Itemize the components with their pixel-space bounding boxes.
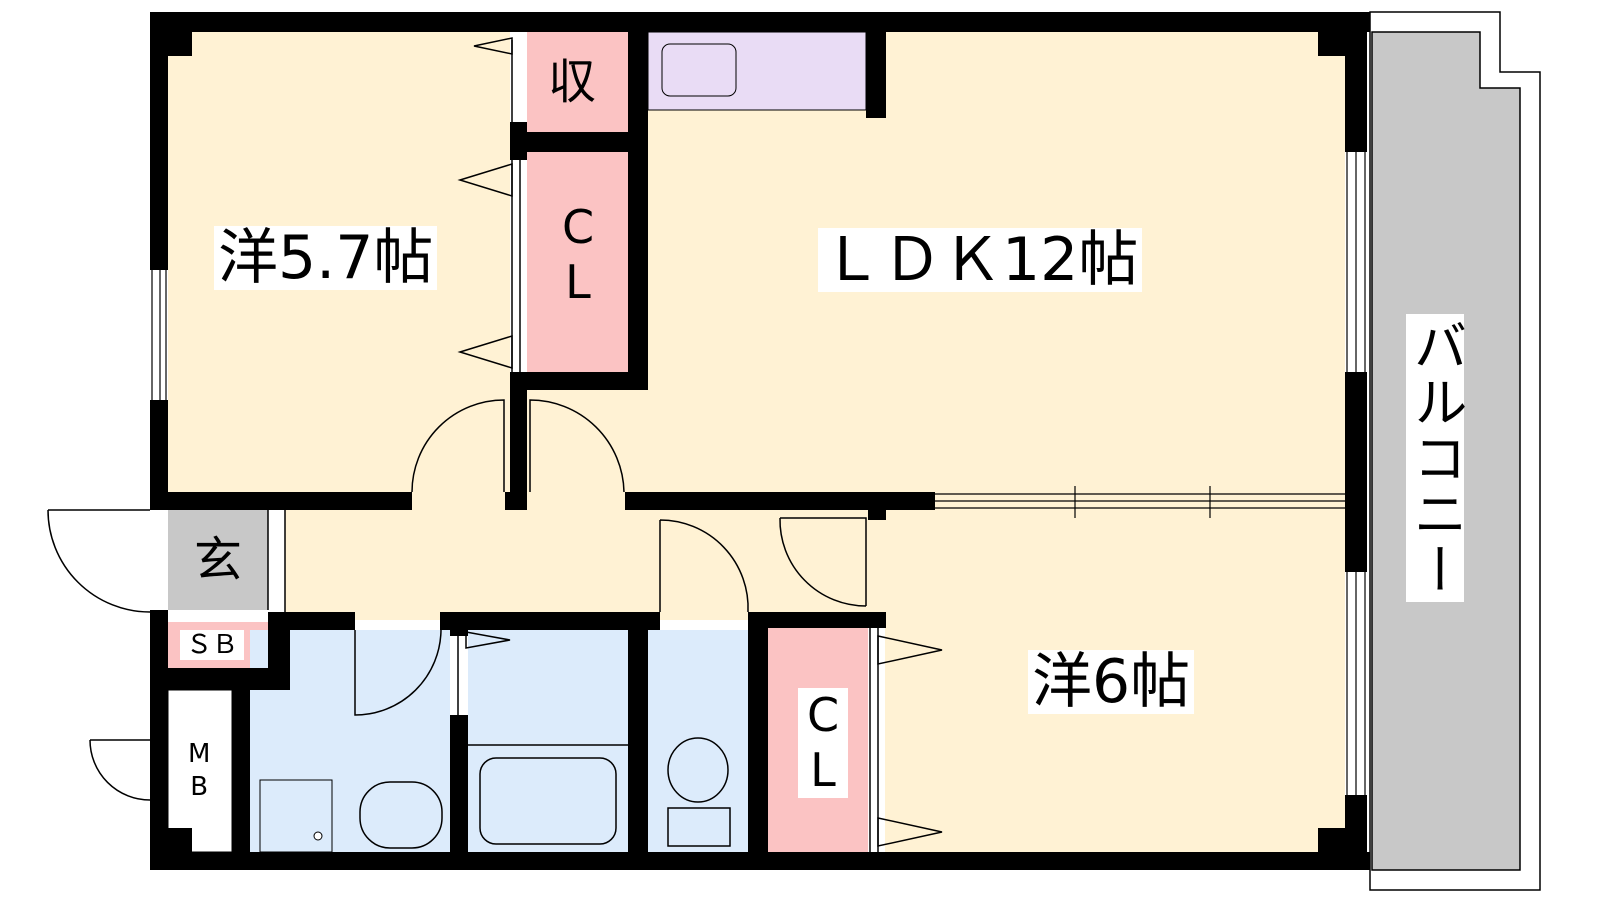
- storage-label: 収: [548, 54, 597, 110]
- closet-top-label: C L: [558, 200, 598, 310]
- hall-floor: [285, 510, 885, 620]
- doors: [47, 37, 943, 852]
- closet-top-c: C: [561, 200, 595, 254]
- entrance-floor: [168, 510, 268, 610]
- ldk-label: ＬＤＫ12帖: [818, 228, 1143, 292]
- meter-box-b: B: [190, 771, 209, 802]
- meter-box-m: M: [188, 739, 211, 769]
- closet-top: [527, 152, 630, 372]
- sink-shape: [661, 43, 737, 97]
- entrance-label: 玄: [194, 532, 243, 588]
- ldk-lower-floor: [527, 390, 647, 510]
- washing-machine-pan: [259, 779, 333, 853]
- closet-top-l: L: [565, 255, 591, 310]
- balcony-label: バルコニー: [1404, 314, 1467, 602]
- walls: [150, 12, 1370, 870]
- storage-closet: [527, 32, 630, 132]
- western-room-2-label: 洋6帖: [1028, 650, 1195, 714]
- windows: [151, 152, 1366, 795]
- drain: [313, 831, 323, 841]
- closet-bottom-c: C: [806, 688, 840, 742]
- closet-bottom-l: L: [810, 743, 836, 798]
- washbasin: [359, 781, 443, 849]
- closet-bottom-label: C L: [798, 688, 848, 799]
- meter-box-label: M B: [188, 738, 210, 803]
- western-room-1-label: 洋5.7帖: [214, 226, 438, 290]
- toilet-tank: [667, 807, 731, 847]
- bathtub: [479, 757, 617, 845]
- shoe-box-label: ＳＢ: [180, 630, 245, 660]
- toilet-bowl: [667, 737, 729, 803]
